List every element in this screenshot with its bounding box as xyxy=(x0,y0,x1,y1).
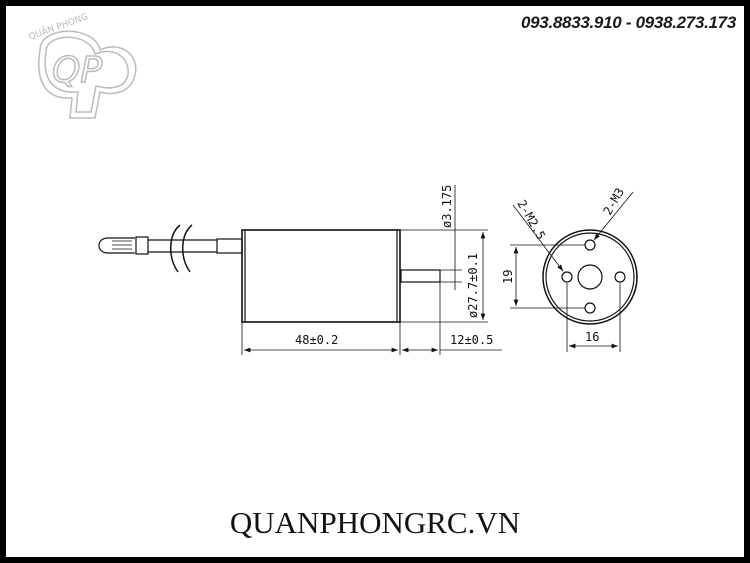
logo-monogram: QP xyxy=(52,50,102,91)
logo-watermark: QP QUÂN PHONG xyxy=(27,10,137,119)
dim-hole-horizontal: 16 xyxy=(585,330,599,344)
dim-hole-vertical: 19 xyxy=(501,270,515,284)
end-view xyxy=(510,191,638,352)
dim-shaft-length: 12±0.5 xyxy=(450,333,493,347)
thread-small-label: 2-M2.5 xyxy=(514,198,548,243)
dim-shaft-diameter: ø3.175 xyxy=(440,185,454,228)
motor-body xyxy=(241,229,401,323)
motor-shaft xyxy=(400,269,441,283)
connector-plug xyxy=(98,236,149,255)
dim-body-diameter: ø27.7±0.1 xyxy=(466,253,480,318)
dim-body-length: 48±0.2 xyxy=(295,333,338,347)
phone-numbers: 093.8833.910 - 0938.273.173 xyxy=(521,13,736,32)
cable xyxy=(148,224,243,273)
thread-large-label: 2-M3 xyxy=(600,185,627,217)
website-title: QUANPHONGRC.VN xyxy=(229,505,521,540)
